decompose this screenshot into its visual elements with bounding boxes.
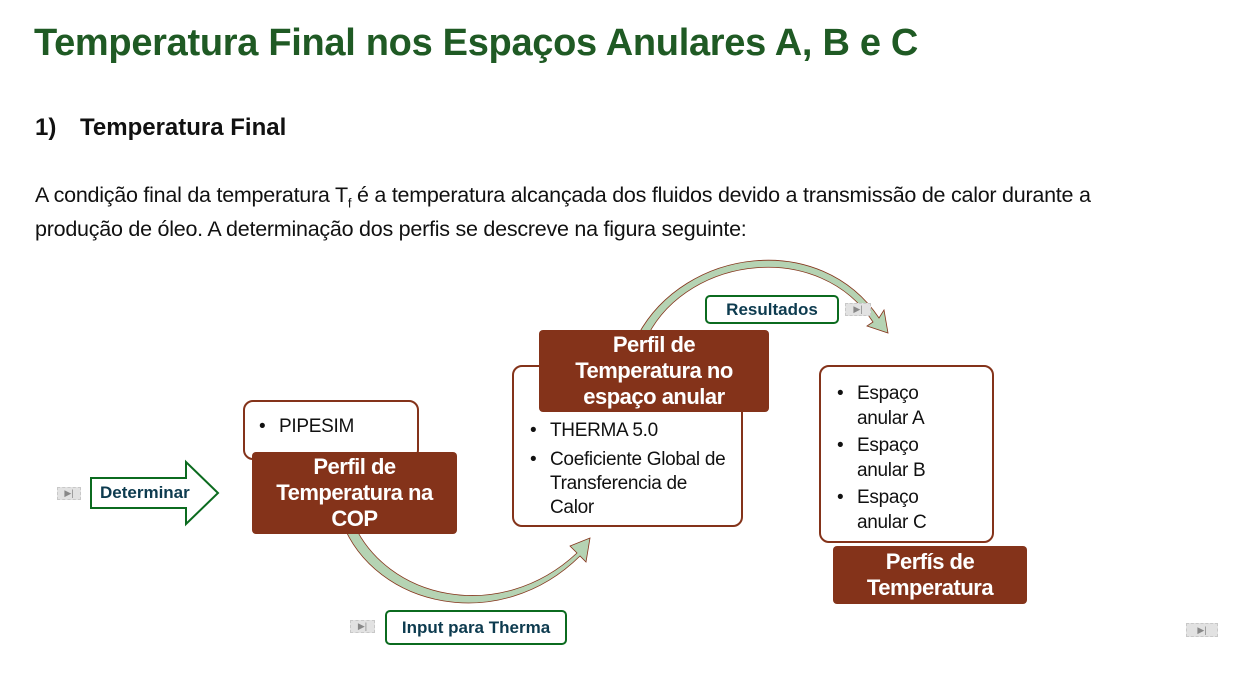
title-line: Perfil de [612,332,696,357]
title-line: COP [331,506,378,531]
step1-card: PIPESIM [243,400,419,460]
paragraph-line-2: produção de óleo. A determinação dos per… [35,217,747,241]
curved-arrow-top [637,259,889,336]
play-next-icon[interactable]: ▶| [1186,623,1218,637]
text: é a temperatura alcançada dos fluidos de… [351,183,1091,207]
step3-item: Espaço anular B [835,433,955,483]
paragraph-line-1: A condição final da temperatura Tf é a t… [35,183,1091,210]
step3-item: Espaço anular C [835,485,955,535]
slide-title: Temperatura Final nos Espaços Anulares A… [34,22,919,64]
step1-title-box: Perfil de Temperatura na COP [252,452,457,534]
title-line: espaço anular [583,384,725,409]
title-line: Temperatura na [276,480,433,505]
determinar-label: Determinar [100,483,190,502]
text: A condição final da temperatura T [35,183,348,207]
title-line: Perfís de [885,549,975,574]
play-next-icon[interactable]: ▶| [350,620,375,633]
step3-item: Espaço anular A [835,381,955,431]
step3-title-box: Perfís de Temperatura [833,546,1027,604]
section-title: Temperatura Final [80,114,287,141]
resultados-label: Resultados [705,295,839,324]
step2-item: Coeficiente Global de Transferencia de C… [528,448,733,520]
subscript: f [347,195,352,211]
step1-item: PIPESIM [257,414,417,439]
step2-title-box: Perfil de Temperatura no espaço anular [539,330,769,412]
section-number: 1) [35,114,57,141]
determinar-arrow-shape [90,459,220,527]
section-heading: 1) Temperatura Final [35,114,286,142]
curved-arrow-bottom [341,519,591,604]
step3-card: Espaço anular A Espaço anular B Espaço a… [819,365,994,543]
title-line: Perfil de [313,454,396,479]
step2-item: THERMA 5.0 [528,419,733,443]
play-next-icon[interactable]: ▶| [57,487,81,500]
title-line: Temperatura no [575,358,733,383]
play-next-icon[interactable]: ▶| [845,303,871,316]
input-para-therma-label: Input para Therma [385,610,567,645]
title-line: Temperatura [866,575,994,600]
